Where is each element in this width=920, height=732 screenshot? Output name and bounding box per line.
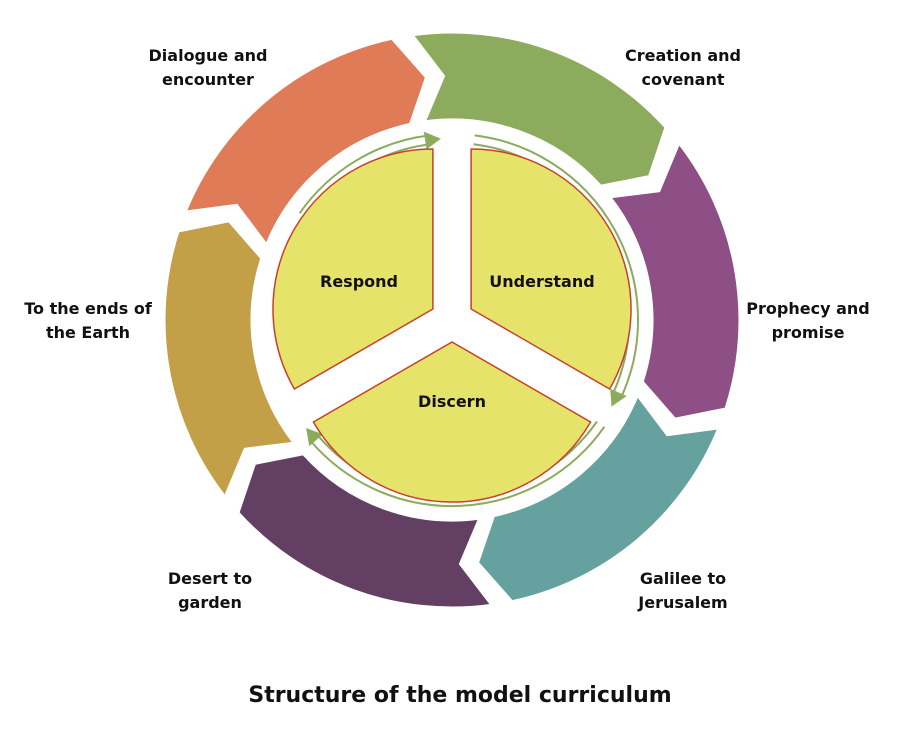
outer-arrow-desert bbox=[236, 452, 495, 610]
outer-ring bbox=[162, 30, 742, 610]
respond-segment bbox=[272, 148, 434, 391]
cycle-arrow-top-head bbox=[423, 131, 441, 150]
label-desert-line1: Desert to bbox=[167, 569, 253, 588]
cycle-arrow-bottom-line bbox=[308, 426, 606, 508]
understand-label: Understand bbox=[489, 272, 594, 291]
cycle-arrow-top-line bbox=[298, 134, 430, 214]
discern-segment bbox=[312, 341, 592, 503]
understand-segment bbox=[470, 148, 632, 391]
cycle-arrow-bottom-head bbox=[306, 428, 323, 447]
label-prophecy-line2: promise bbox=[771, 323, 845, 342]
label-galilee-line2: Jerusalem bbox=[638, 593, 728, 612]
label-creation-line2: covenant bbox=[641, 70, 725, 89]
label-prophecy-and-promise: Prophecy and promise bbox=[728, 297, 888, 345]
outer-arrow-dialogue bbox=[182, 36, 429, 249]
label-galilee-line1: Galilee to bbox=[639, 569, 727, 588]
label-creation-line1: Creation and bbox=[624, 46, 741, 65]
outer-arrow-prophecy bbox=[606, 139, 742, 421]
label-dialogue-line1: Dialogue and bbox=[148, 46, 268, 65]
diagram-caption: Structure of the model curriculum bbox=[248, 683, 672, 708]
label-ends-line2: the Earth bbox=[45, 323, 131, 342]
respond-label: Respond bbox=[320, 272, 398, 291]
label-desert-to-garden: Desert to garden bbox=[130, 567, 290, 615]
outer-arrow-ends bbox=[162, 219, 298, 501]
outer-arrow-galilee bbox=[475, 391, 722, 604]
label-ends-line1: To the ends of bbox=[24, 299, 152, 318]
cycle-arrow-right-line bbox=[474, 134, 640, 400]
label-dialogue-and-encounter: Dialogue and encounter bbox=[128, 44, 288, 92]
cycle-arrow-right-head bbox=[610, 388, 627, 407]
label-creation-and-covenant: Creation and covenant bbox=[603, 44, 763, 92]
label-to-the-ends-of-the-earth: To the ends of the Earth bbox=[2, 297, 174, 345]
label-dialogue-line2: encounter bbox=[162, 70, 254, 89]
discern-label: Discern bbox=[418, 392, 486, 411]
inner-segments: Respond Understand Discern bbox=[272, 148, 632, 503]
label-prophecy-line1: Prophecy and bbox=[746, 299, 870, 318]
outer-arrow-creation bbox=[409, 30, 668, 188]
label-desert-line2: garden bbox=[178, 593, 242, 612]
label-galilee-to-jerusalem: Galilee to Jerusalem bbox=[603, 567, 763, 615]
